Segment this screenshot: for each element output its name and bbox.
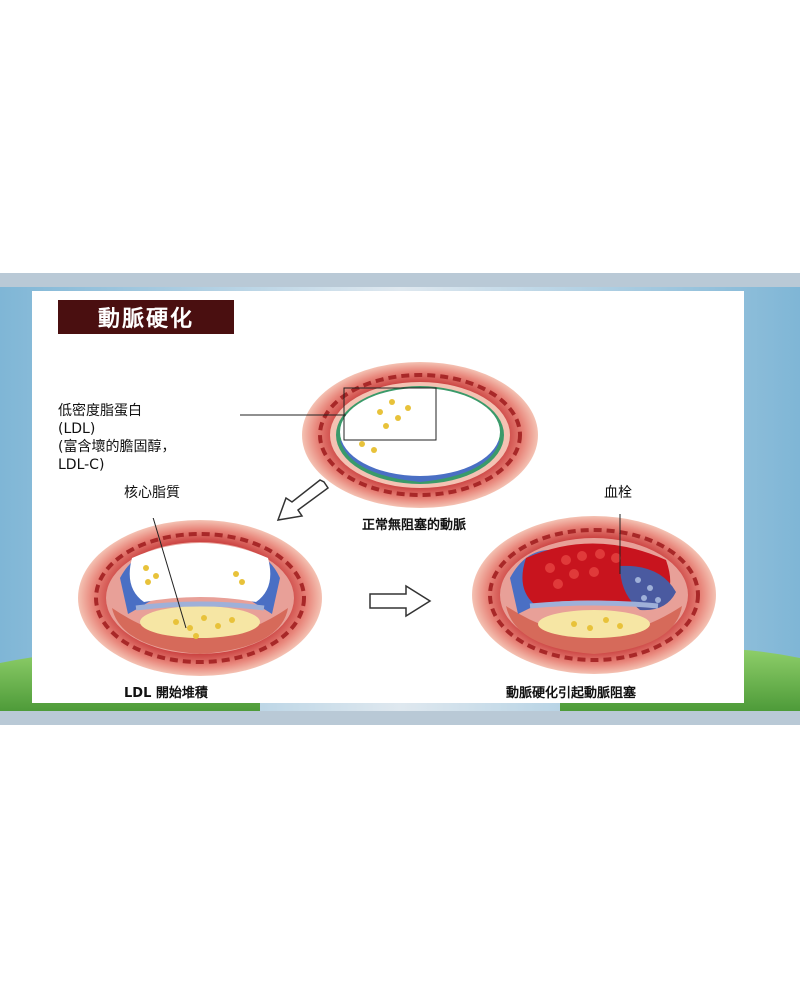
page-title: 動脈硬化 (58, 300, 234, 334)
artery-normal-diagram (302, 362, 538, 508)
ldl-label-line1: 低密度脂蛋白 (58, 403, 142, 419)
diagonal-arrow-icon (276, 479, 330, 521)
core-lipid-label: 核心脂質 (124, 485, 180, 501)
artery-blockage-diagram (472, 514, 716, 674)
ldl-label-line2: (LDL) (58, 421, 96, 437)
ldl-label: 低密度脂蛋白 (LDL) (富含壞的膽固醇， LDL-C) (58, 402, 175, 474)
thrombus-label: 血栓 (604, 485, 632, 501)
artery-ldl-accumulation-diagram (78, 518, 322, 676)
ldl-label-line3: (富含壞的膽固醇， (58, 439, 176, 455)
caption-artery-blockage: 動脈硬化引起動脈阻塞 (506, 686, 637, 701)
ldl-pointer-line (240, 414, 346, 416)
right-arrow-icon (369, 584, 432, 618)
caption-normal-artery: 正常無阻塞的動脈 (362, 518, 467, 533)
ldl-label-line4: LDL-C) (58, 457, 105, 473)
caption-ldl-accumulation: LDL 開始堆積 (124, 686, 208, 701)
